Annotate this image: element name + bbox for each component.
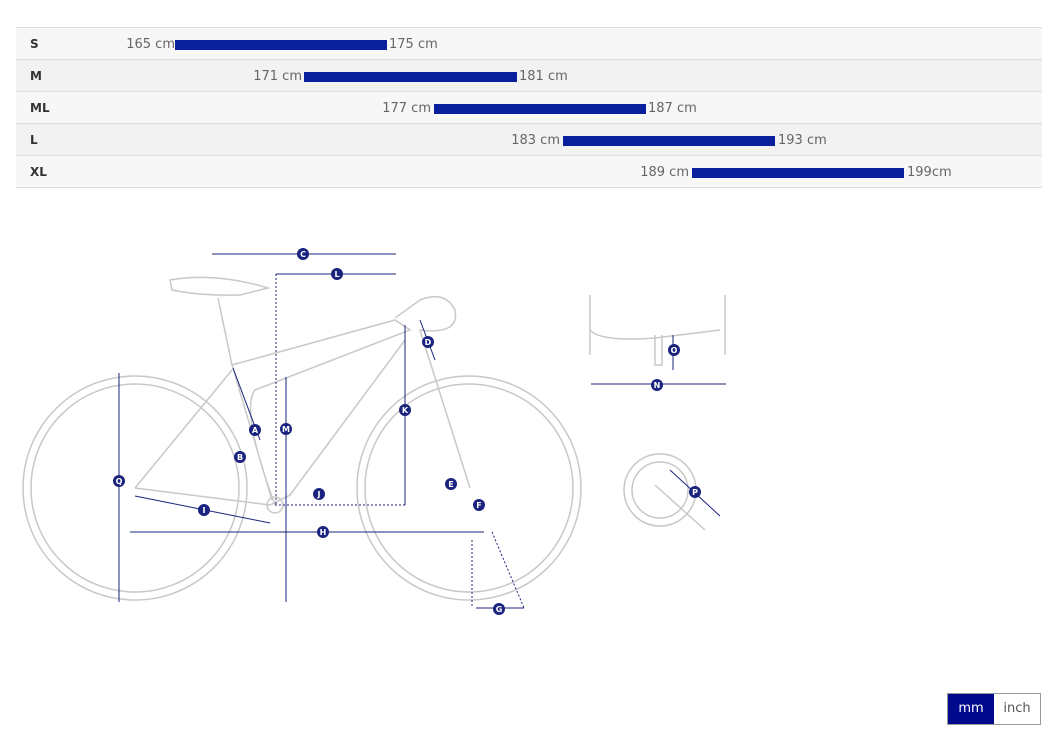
unit-mm-button[interactable]: mm	[948, 694, 994, 724]
svg-text:L: L	[334, 270, 339, 279]
marker-k: K	[399, 404, 411, 416]
svg-text:C: C	[300, 250, 306, 259]
marker-g: G	[493, 603, 505, 615]
marker-c: C	[297, 248, 309, 260]
marker-h: H	[317, 526, 329, 538]
svg-text:O: O	[671, 346, 678, 355]
size-label: XL	[30, 165, 47, 179]
unit-inch-button[interactable]: inch	[994, 694, 1040, 724]
height-range-bar	[304, 72, 517, 82]
marker-o: O	[668, 344, 680, 356]
height-min: 177 cm	[382, 101, 431, 116]
height-max: 199cm	[907, 165, 952, 180]
height-min: 171 cm	[253, 69, 302, 84]
marker-b: B	[234, 451, 246, 463]
marker-n: N	[651, 379, 663, 391]
size-row-s: S 165 cm 175 cm	[16, 28, 1042, 60]
size-label: M	[30, 69, 42, 83]
size-row-xl: XL 189 cm 199cm	[16, 156, 1042, 188]
svg-text:K: K	[402, 406, 409, 415]
svg-text:J: J	[317, 490, 321, 499]
marker-f: F	[473, 499, 485, 511]
svg-text:A: A	[252, 426, 259, 435]
marker-l: L	[331, 268, 343, 280]
height-max: 187 cm	[648, 101, 697, 116]
size-row-m: M 171 cm 181 cm	[16, 60, 1042, 92]
height-min: 165 cm	[126, 37, 175, 52]
marker-d: D	[422, 336, 434, 348]
svg-text:E: E	[448, 480, 453, 489]
size-label: ML	[30, 101, 50, 115]
size-label: S	[30, 37, 39, 51]
svg-text:Q: Q	[116, 477, 123, 486]
svg-text:H: H	[320, 528, 327, 537]
dimension-markers: C L D K M A B Q E J F I H G O N P	[113, 248, 701, 615]
marker-m: M	[280, 423, 292, 435]
marker-i: I	[198, 504, 210, 516]
size-label: L	[30, 133, 38, 147]
height-max: 193 cm	[778, 133, 827, 148]
svg-text:D: D	[425, 338, 432, 347]
svg-text:M: M	[282, 425, 290, 434]
marker-p: P	[689, 486, 701, 498]
unit-toggle: mm inch	[947, 693, 1041, 725]
svg-text:I: I	[203, 506, 206, 515]
size-row-ml: ML 177 cm 187 cm	[16, 92, 1042, 124]
marker-q: Q	[113, 475, 125, 487]
marker-e: E	[445, 478, 457, 490]
svg-text:G: G	[496, 605, 503, 614]
height-min: 183 cm	[511, 133, 560, 148]
marker-j: J	[313, 488, 325, 500]
height-min: 189 cm	[640, 165, 689, 180]
svg-text:F: F	[476, 501, 481, 510]
marker-a: A	[249, 424, 261, 436]
height-max: 175 cm	[389, 37, 438, 52]
svg-text:B: B	[237, 453, 243, 462]
height-range-bar	[692, 168, 904, 178]
height-max: 181 cm	[519, 69, 568, 84]
height-range-bar	[175, 40, 387, 50]
height-range-bar	[563, 136, 775, 146]
height-range-bar	[434, 104, 646, 114]
size-row-l: L 183 cm 193 cm	[16, 124, 1042, 156]
dimension-lines	[118, 253, 726, 609]
svg-text:N: N	[654, 381, 661, 390]
size-chart: S 165 cm 175 cm M 171 cm 181 cm ML 177 cm 187 …	[16, 27, 1042, 188]
svg-text:P: P	[692, 488, 698, 497]
bike-outline	[22, 276, 726, 601]
